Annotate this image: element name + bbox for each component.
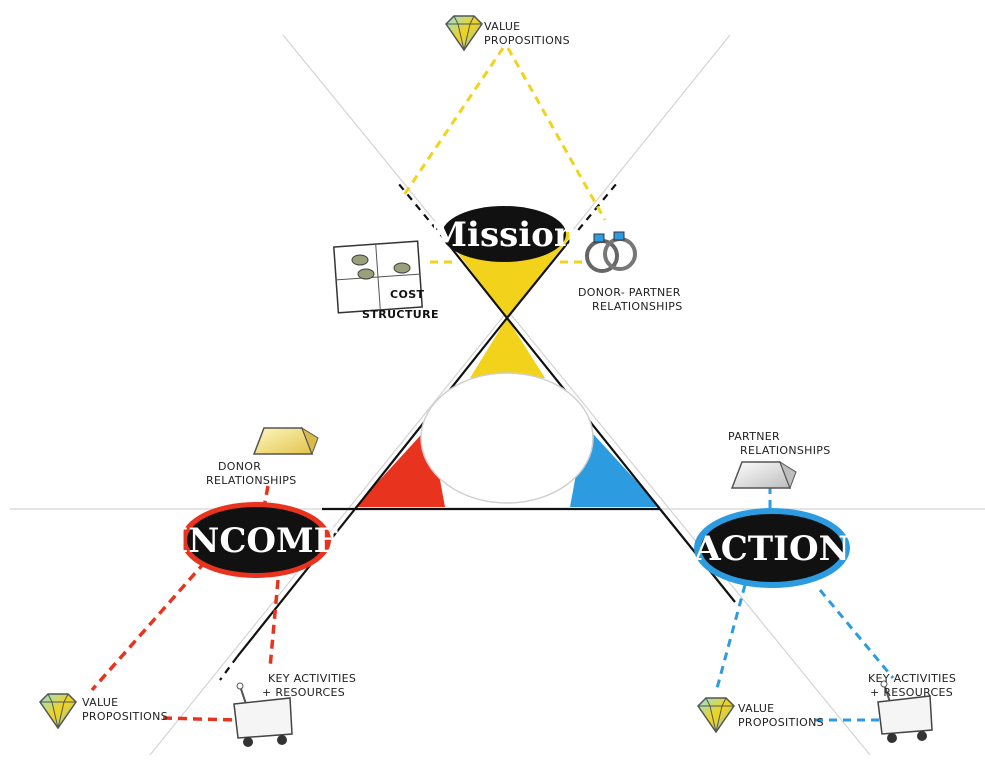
- silver-bar-icon: [730, 460, 797, 490]
- left-value-label-1: VALUE: [82, 696, 118, 709]
- right-value-label-2: PROPOSITIONS: [738, 716, 824, 729]
- income-label: INCOME: [172, 521, 339, 561]
- action-hub: ACTION: [693, 508, 850, 588]
- axis-diagonal-right: [149, 34, 731, 756]
- red-connectors: [90, 485, 280, 722]
- left-key-label-2: + RESOURCES: [262, 686, 345, 699]
- cart-icon: [877, 680, 933, 743]
- partner-label-2: RELATIONSHIPS: [740, 444, 831, 457]
- gem-icon: [39, 693, 77, 730]
- donor-partner-label-2: RELATIONSHIPS: [592, 300, 683, 313]
- mission-label: Mission: [429, 215, 578, 255]
- axis-diagonal-left: [282, 34, 871, 756]
- gem-icon: [445, 15, 483, 52]
- gold-bar-icon: [252, 426, 319, 456]
- cart-icon: [233, 682, 293, 747]
- ext-left-down: [236, 508, 356, 658]
- action-label: ACTION: [693, 529, 849, 569]
- cost-label-2: STRUCTURE: [362, 308, 439, 321]
- income-hub: INCOME: [172, 502, 340, 578]
- top-value-label-2: PROPOSITIONS: [484, 34, 570, 47]
- triangle-outlines: [236, 239, 736, 658]
- right-key-label-1: KEY ACTIVITIES: [868, 672, 956, 685]
- yellow-connectors: [400, 47, 607, 264]
- triangle-dash-marks: [219, 182, 618, 681]
- rings-icon: [585, 231, 637, 273]
- cost-label-1: COST: [390, 288, 425, 301]
- top-value-label-1: VALUE: [484, 20, 520, 33]
- mission-hub: Mission: [429, 206, 579, 262]
- left-key-label-1: KEY ACTIVITIES: [268, 672, 356, 685]
- right-value-label-1: VALUE: [738, 702, 774, 715]
- partner-label-1: PARTNER: [728, 430, 780, 443]
- gem-icon: [697, 697, 735, 734]
- cost-structure-icon: [332, 240, 424, 314]
- tri-top-left: [444, 239, 508, 319]
- donor-label-2: RELATIONSHIPS: [206, 474, 297, 487]
- donor-label-1: DONOR: [218, 460, 261, 473]
- center-oval: [420, 372, 594, 504]
- donor-partner-label-1: DONOR- PARTNER: [578, 286, 681, 299]
- tri-top-right: [506, 239, 571, 319]
- left-value-label-2: PROPOSITIONS: [82, 710, 168, 723]
- yellow-sector-inner: [470, 318, 545, 378]
- right-key-label-2: + RESOURCES: [870, 686, 953, 699]
